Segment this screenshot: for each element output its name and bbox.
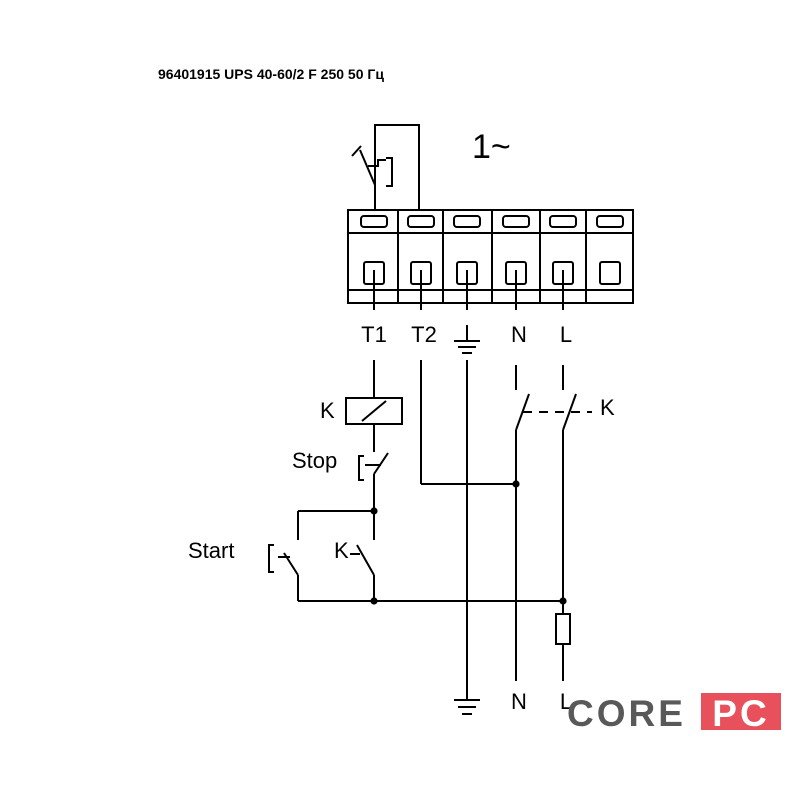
diagram-title: 96401915 UPS 40-60/2 F 250 50 Гц — [158, 66, 384, 82]
logo-pc-text: PC — [712, 693, 769, 734]
corepc-logo: CORE PC — [567, 693, 781, 734]
aux-contact-icon — [350, 544, 375, 576]
thermal-switch-icon — [351, 124, 420, 210]
terminal-label-l: L — [560, 322, 572, 347]
earth-icon — [454, 690, 480, 715]
aux-contact-label: K — [334, 538, 349, 563]
stop-button-icon — [358, 452, 389, 481]
supply-label-n: N — [511, 689, 527, 714]
main-contacts-label: K — [600, 395, 615, 420]
terminal-block — [347, 209, 634, 304]
supply-label-l: L — [560, 689, 572, 714]
stop-label: Stop — [292, 448, 337, 473]
terminal-label-n: N — [511, 322, 527, 347]
start-button-icon — [268, 544, 299, 576]
fuse-icon — [555, 613, 571, 645]
terminal-label-t2: T2 — [411, 322, 437, 347]
logo-core-text: CORE — [567, 693, 686, 734]
coil-label: K — [320, 398, 335, 423]
phase-symbol: 1~ — [472, 128, 511, 166]
start-label: Start — [188, 538, 234, 563]
terminal-label-t1: T1 — [361, 322, 387, 347]
earth-icon — [454, 325, 480, 354]
junctions — [370, 480, 567, 605]
